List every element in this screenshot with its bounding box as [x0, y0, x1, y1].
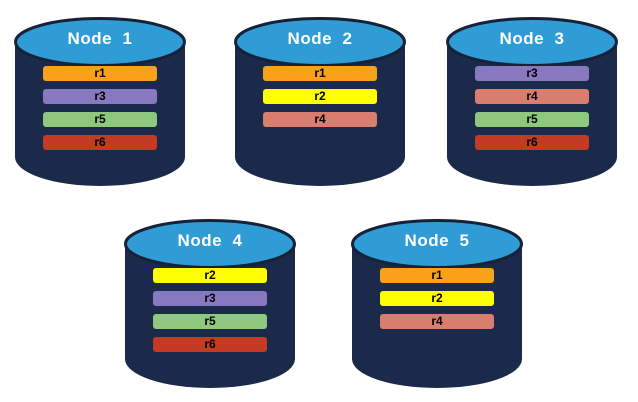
replica-bar-r2: r2 — [153, 268, 267, 283]
replica-bar-r6: r6 — [43, 135, 157, 150]
replica-bar-r1: r1 — [263, 66, 377, 81]
node-title: Node 1 — [67, 29, 133, 48]
replica-bar-r2: r2 — [263, 89, 377, 104]
replica-list: r2 r3 r5 r6 — [153, 268, 267, 352]
replica-bar-r4: r4 — [380, 314, 494, 329]
replica-list: r1 r3 r5 r6 — [43, 66, 157, 150]
replica-bar-r5: r5 — [475, 112, 589, 127]
node-title: Node 2 — [287, 29, 353, 48]
replica-bar-r6: r6 — [475, 135, 589, 150]
replica-bar-r5: r5 — [43, 112, 157, 127]
db-node-2: Node 2 r1 r2 r4 — [232, 9, 408, 189]
replica-bar-r2: r2 — [380, 291, 494, 306]
node-title: Node 4 — [177, 231, 243, 250]
replica-bar-r6: r6 — [153, 337, 267, 352]
db-node-4: Node 4 r2 r3 r5 r6 — [122, 211, 298, 391]
replica-bar-r1: r1 — [380, 268, 494, 283]
replica-list: r3 r4 r5 r6 — [475, 66, 589, 150]
replica-bar-r3: r3 — [153, 291, 267, 306]
replica-bar-r4: r4 — [263, 112, 377, 127]
node-title: Node 3 — [499, 29, 565, 48]
replica-bar-r3: r3 — [475, 66, 589, 81]
replica-bar-r1: r1 — [43, 66, 157, 81]
replica-bar-r4: r4 — [475, 89, 589, 104]
db-node-1: Node 1 r1 r3 r5 r6 — [12, 9, 188, 189]
db-node-3: Node 3 r3 r4 r5 r6 — [444, 9, 620, 189]
replica-list: r1 r2 r4 — [380, 268, 494, 329]
replica-list: r1 r2 r4 — [263, 66, 377, 127]
node-title: Node 5 — [404, 231, 470, 250]
replica-bar-r3: r3 — [43, 89, 157, 104]
db-node-5: Node 5 r1 r2 r4 — [349, 211, 525, 391]
replica-bar-r5: r5 — [153, 314, 267, 329]
